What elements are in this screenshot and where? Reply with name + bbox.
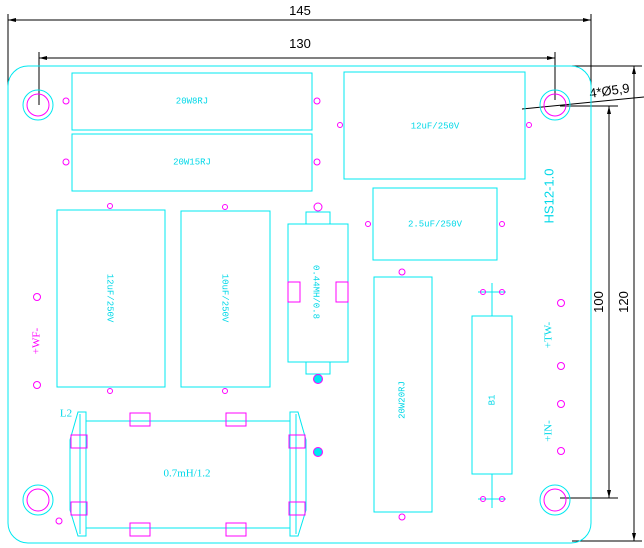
terminal-in: +IN-: [543, 400, 565, 455]
inductor-label: 0.7mH/1.2: [163, 468, 210, 480]
dimension-130: 130: [289, 36, 311, 51]
terminal-label-in: +IN-: [543, 420, 555, 442]
capacitor-label: 12uF/250V: [105, 274, 115, 323]
resistor-label: 20W20RJ: [397, 381, 407, 419]
terminal-tw: +TW-: [543, 299, 565, 370]
terminal-label-wf: +WF-: [31, 327, 43, 354]
component-b1: B1: [471, 283, 513, 508]
capacitor-label: 10uF/250V: [220, 274, 230, 323]
inductor-ref-label: L2: [60, 408, 72, 420]
resistor-label: 20W8RJ: [176, 96, 208, 106]
resistor-label: 20W15RJ: [173, 157, 211, 167]
capacitor-label: 2.5uF/250V: [408, 219, 463, 229]
inductor-0-44mh: 0.44MH/0.8: [287, 202, 349, 384]
capacitor-label: 12uF/250V: [411, 121, 460, 131]
inductor-l2: L2 0.7mH/1.2: [60, 408, 307, 537]
hole-callout: 4*Ø5,9: [588, 80, 630, 100]
dimension-lines: [7, 14, 644, 542]
inductor-label: 0.44MH/0.8: [311, 265, 321, 319]
resistor-20w20rj: 20W20RJ: [373, 268, 433, 521]
component-label: B1: [487, 395, 497, 406]
capacitor-12uf-left: 12uF/250V: [56, 203, 166, 394]
terminal-label-tw: +TW-: [543, 321, 555, 348]
capacitor-10uf: 10uF/250V: [180, 204, 271, 394]
resistor-20w15rj: 20W15RJ: [62, 133, 321, 192]
capacitor-12uf-top: 12uF/250V: [337, 71, 532, 180]
mounting-holes: [22, 89, 571, 516]
dimension-100: 100: [591, 291, 606, 313]
pad: [55, 517, 63, 525]
board-outline: [7, 65, 592, 544]
resistor-20w8rj: 20W8RJ: [62, 72, 321, 131]
via: [313, 447, 323, 457]
terminal-wf: +WF-: [31, 293, 43, 389]
dimension-120: 120: [616, 291, 631, 313]
board-model-label: HS12-1.0: [541, 169, 556, 224]
dimension-145: 145: [289, 3, 311, 18]
capacitor-2-5uf: 2.5uF/250V: [365, 187, 505, 261]
